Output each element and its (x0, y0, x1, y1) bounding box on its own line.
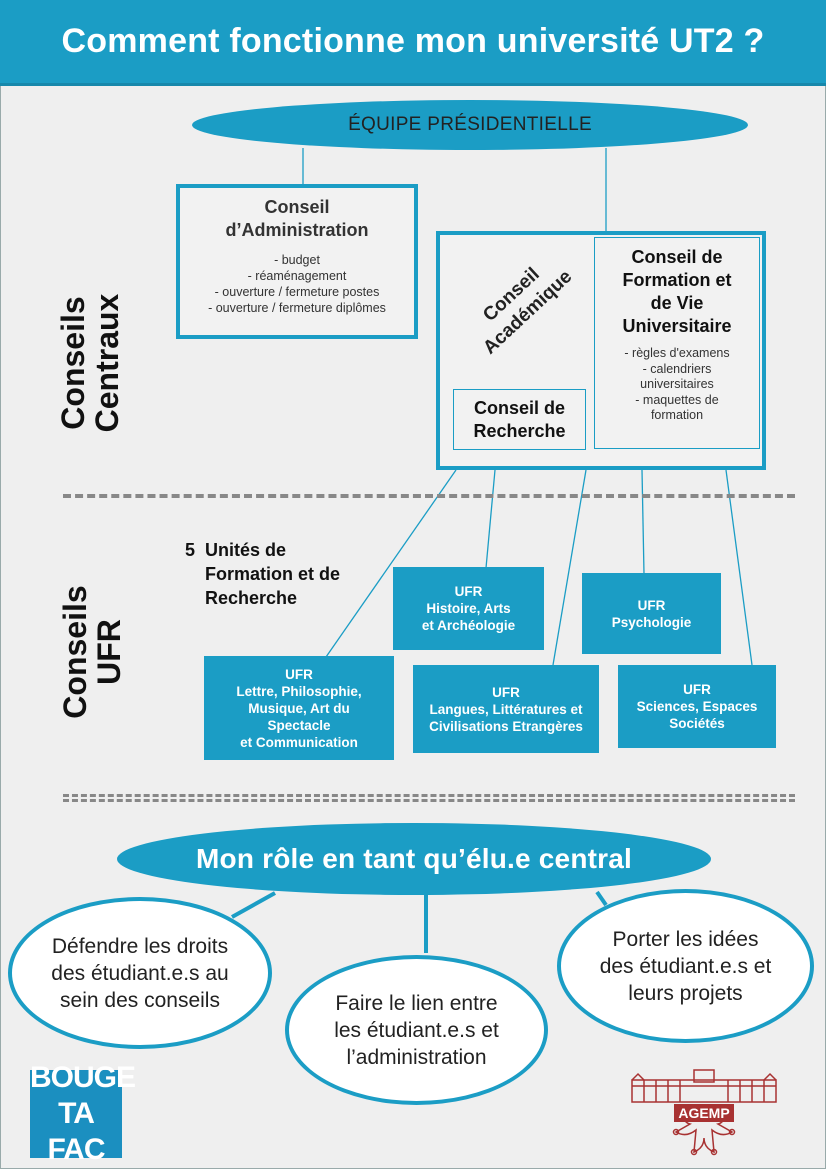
cfvu-item: - calendriers universitaires (640, 361, 714, 392)
ufr-langues-box: UFR Langues, Littératures et Civilisatio… (413, 665, 599, 753)
conseil-administration-items: - budget - réaménagement - ouverture / f… (180, 252, 414, 316)
ufr-histoire-box: UFR Histoire, Arts et Archéologie (393, 567, 544, 650)
line-role-right (595, 890, 608, 907)
section-label-central-text: Conseils Centraux (55, 293, 125, 433)
section-label-ufr-text: Conseils UFR (57, 585, 127, 719)
units-number: 5 (185, 540, 196, 560)
conseil-recherche-box: Conseil de Recherche (453, 389, 586, 450)
section-label-central: Conseils Centraux (22, 288, 158, 438)
page-title: Comment fonctionne mon université UT2 ? (61, 22, 765, 60)
ufr-psychologie-box: UFR Psychologie (582, 573, 721, 654)
bouge-ta-fac-logo: BOUGE TA FAC (30, 1061, 136, 1166)
section-label-ufr: Conseils UFR (57, 582, 127, 722)
ufr-name: UFR Histoire, Arts et Archéologie (421, 584, 516, 633)
line-cac-psycho (641, 469, 645, 575)
role-item-defendre: Défendre les droits des étudiant.e.s au … (8, 897, 272, 1049)
agemp-text: AGEMP (678, 1105, 730, 1121)
bouge-ta-fac-text: BOUGE TA FAC (30, 1061, 136, 1166)
role-title: Mon rôle en tant qu’élu.e central (196, 843, 632, 874)
cfvu-title: Conseil de Formation et de Vie Universit… (622, 247, 732, 336)
role-item-porter: Porter les idées des étudiant.e.s et leu… (557, 889, 814, 1043)
conseil-recherche-title: Conseil de Recherche (473, 398, 566, 441)
ca-item: - ouverture / fermeture postes (214, 285, 380, 299)
ufr-lettre-box: UFR Lettre, Philosophie, Musique, Art du… (204, 656, 394, 760)
ca-item: - budget (274, 253, 320, 267)
ca-item: - réaménagement (247, 269, 347, 283)
role-item-text: Défendre les droits des étudiant.e.s au … (51, 934, 229, 1012)
separator-bottom-2 (63, 799, 795, 802)
presidency-label: ÉQUIPE PRÉSIDENTIELLE (348, 114, 592, 135)
header-banner (0, 0, 826, 86)
line-cac-lettre (325, 469, 457, 658)
role-item-text: Porter les idées des étudiant.e.s et leu… (599, 927, 772, 1005)
line-cac-langues (552, 469, 587, 666)
agemp-logo: AGEMP (624, 1062, 784, 1162)
separator-top (63, 494, 795, 498)
ufr-name: UFR Psychologie (611, 597, 692, 630)
conseil-administration-box: Conseil d’Administration - budget - réam… (176, 184, 418, 339)
role-item-lien: Faire le lien entre les étudiant.e.s et … (285, 955, 548, 1105)
presidency-ellipse: ÉQUIPE PRÉSIDENTIELLE (192, 100, 748, 150)
line-cac-histoire (485, 469, 496, 569)
line-role-left (231, 891, 276, 919)
ufr-sciences-box: UFR Sciences, Espaces Sociétés (618, 665, 776, 748)
role-ellipse: Mon rôle en tant qu’élu.e central (117, 823, 711, 895)
units-text: Unités de Formation et de Recherche (205, 540, 341, 608)
ufr-name: UFR Sciences, Espaces Sociétés (636, 682, 758, 731)
cfvu-item: - règles d'examens (624, 346, 730, 360)
cfvu-box: Conseil de Formation et de Vie Universit… (594, 237, 760, 449)
role-item-text: Faire le lien entre les étudiant.e.s et … (334, 991, 499, 1069)
ufr-name: UFR Langues, Littératures et Civilisatio… (429, 684, 583, 734)
cfvu-item: - maquettes de formation (635, 392, 719, 423)
ufr-name: UFR Lettre, Philosophie, Musique, Art du… (236, 666, 362, 750)
cfvu-items: - règles d'examens - calendriers univers… (595, 346, 759, 424)
separator-bottom (63, 794, 795, 797)
line-cac-sciences (725, 469, 753, 666)
agemp-emblem (631, 1069, 777, 1156)
conseil-administration-title: Conseil d’Administration (225, 197, 369, 240)
ca-item: - ouverture / fermeture diplômes (208, 301, 386, 315)
